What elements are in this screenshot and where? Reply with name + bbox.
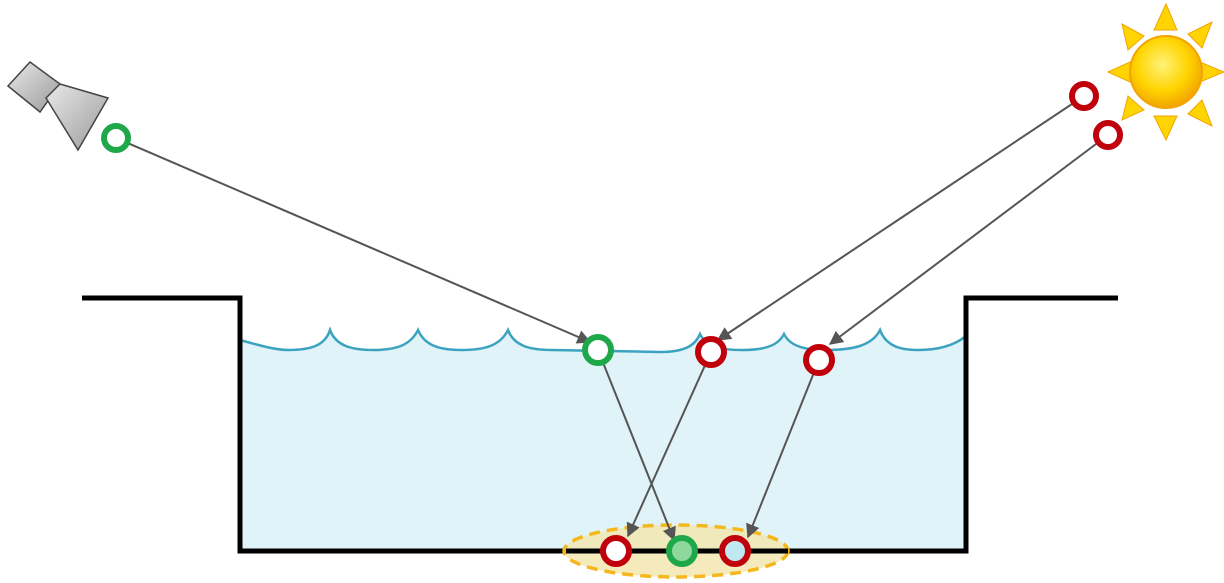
- sun-icon: [1106, 2, 1224, 142]
- sun-ray-1-origin-marker: [1069, 81, 1099, 111]
- sun-ray-1-surface-marker: [695, 336, 727, 368]
- sun-ray-1-bottom-marker: [600, 535, 632, 567]
- camera-ray-to-surface: [115, 137, 592, 344]
- sun-ray-2-surface-marker: [803, 344, 835, 376]
- sun-ray-2-origin-marker: [1093, 120, 1123, 150]
- sun-ray-1-to-bottom: [626, 351, 712, 538]
- sun-ray-2-bottom-marker: [719, 535, 751, 567]
- sun-ray-1-to-surface: [716, 95, 1085, 341]
- water-surface: [239, 326, 967, 354]
- camera-ray-to-bottom: [597, 349, 676, 542]
- sun-ray-2-to-surface: [828, 134, 1109, 345]
- water-body: [240, 330, 966, 551]
- camera-icon: [6, 60, 110, 152]
- sun-ray-2-to-bottom: [746, 359, 820, 539]
- camera-ray-origin-marker: [101, 123, 131, 153]
- camera-ray-bottom-marker: [666, 535, 698, 567]
- camera-ray-surface-marker: [582, 334, 614, 366]
